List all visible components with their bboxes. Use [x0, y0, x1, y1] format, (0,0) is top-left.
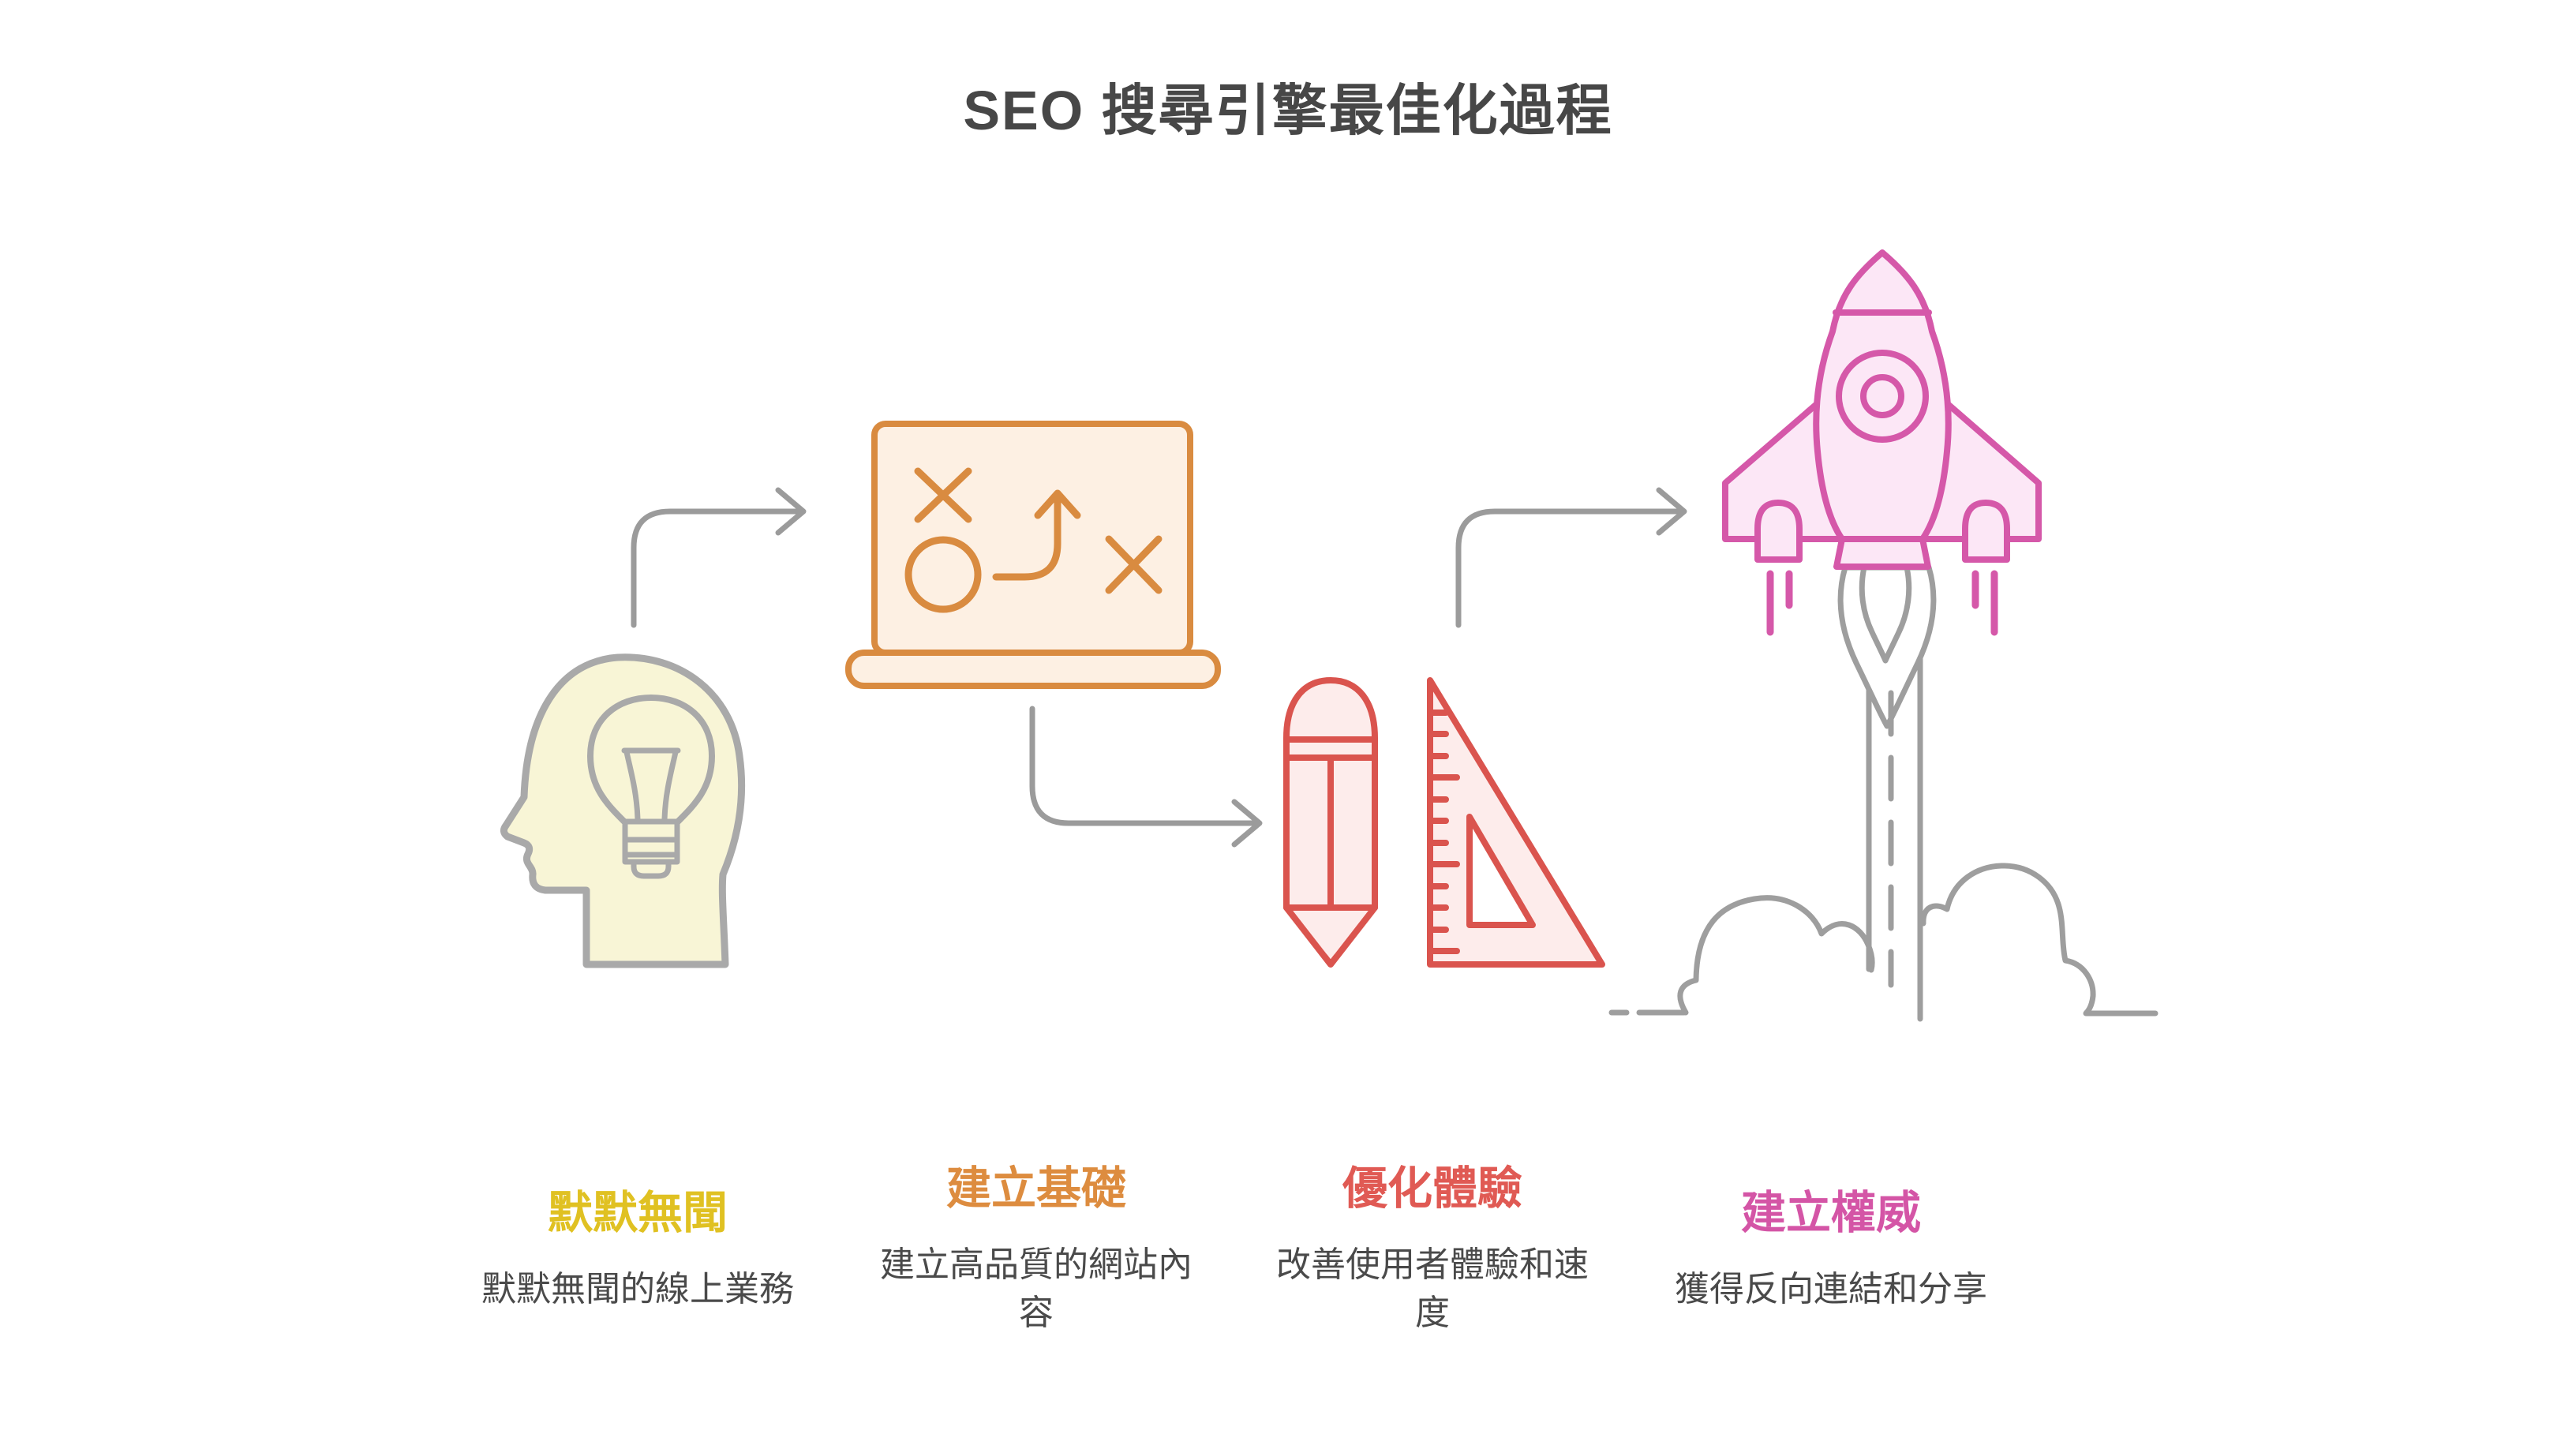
- stage-description: 建立高品質的網站內容: [880, 1245, 1193, 1332]
- head-profile-shape: [500, 653, 746, 968]
- flame-inner-icon: [1859, 564, 1912, 664]
- board-play-arrow: [992, 495, 1061, 581]
- stage-label: 默默無聞: [548, 1187, 728, 1238]
- stage-label: 優化體驗: [1342, 1163, 1522, 1214]
- triangle-ruler-hole: [1466, 814, 1536, 928]
- strategy-board-icon: [845, 421, 1221, 689]
- flow-arrow-3: [1455, 487, 1687, 628]
- head-lightbulb-icon: [500, 653, 746, 968]
- lightbulb-filament: [621, 747, 681, 822]
- arrowhead-right-icon: [1231, 799, 1263, 848]
- board-surface: [871, 421, 1193, 656]
- cloud-right-icon: [1920, 863, 2159, 1017]
- cloud-left-icon: [1677, 895, 1875, 1016]
- flow-arrow-1: [631, 487, 807, 628]
- board-base: [845, 650, 1221, 689]
- arrowhead-right-icon: [775, 487, 807, 536]
- flow-arrow-2: [1029, 706, 1263, 848]
- stage-block-foundation: 建立基礎 建立高品質的網站內容: [871, 1136, 1202, 1357]
- page-title: SEO 搜尋引擎最佳化過程: [963, 80, 1613, 141]
- rocket-window-outer: [1836, 350, 1929, 443]
- pencil-tip: [1322, 953, 1339, 967]
- stage-block-authority: 建立權威 獲得反向連結和分享: [1665, 1136, 1997, 1357]
- arrowhead-right-icon: [1656, 487, 1687, 536]
- rocket-speed-lines: [1766, 570, 1998, 636]
- stage-description: 獲得反向連結和分享: [1675, 1269, 1987, 1309]
- stage-block-optimize: 優化體驗 改善使用者體驗和速度: [1267, 1136, 1598, 1357]
- lightbulb-icon: [587, 695, 715, 825]
- triangle-ruler-ticks: [1427, 710, 1460, 954]
- rocket-nozzle: [1833, 536, 1931, 570]
- stage-description: 默默無聞的線上業務: [481, 1269, 794, 1309]
- pencil-ruler-icon: [1283, 677, 1605, 968]
- rocket-boosters: [1754, 500, 2010, 563]
- board-x-mark-right: [1105, 535, 1163, 594]
- board-circle-mark: [904, 536, 982, 613]
- board-play-arrowhead: [1034, 489, 1081, 519]
- stage-block-unknown: 默默無聞 默默無聞的線上業務: [472, 1136, 803, 1357]
- stage-label: 建立基礎: [946, 1163, 1126, 1214]
- rocket-launch-icon: [1722, 249, 2042, 636]
- rocket-window-inner: [1860, 374, 1904, 418]
- stage-label: 建立權威: [1741, 1187, 1921, 1238]
- rocket-exhaust: [1608, 564, 2159, 1022]
- stage-description: 改善使用者體驗和速度: [1276, 1245, 1589, 1332]
- lightbulb-cap: [631, 859, 672, 879]
- lightbulb-base: [622, 818, 680, 865]
- board-x-mark-left: [914, 467, 972, 523]
- pencil-details: [1283, 736, 1378, 911]
